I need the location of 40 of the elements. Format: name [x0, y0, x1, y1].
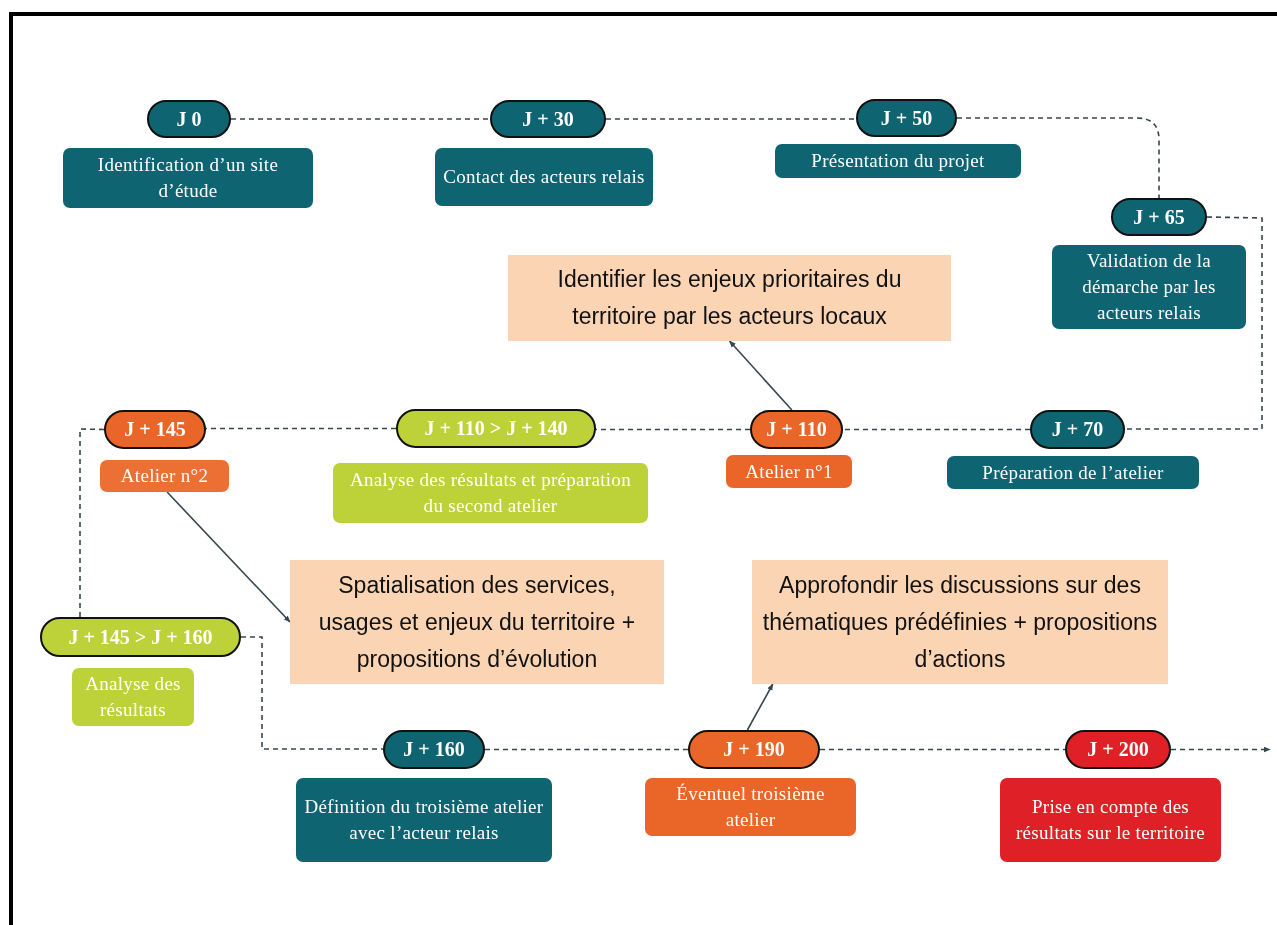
objective-note: Spatialisation des services, usages et enjeux du territoire + propositions d’évolution — [290, 560, 664, 684]
milestone-pill: J + 30 — [490, 100, 606, 138]
timeline-connector — [484, 748, 689, 751]
step-description: Identification d’un site d’étude — [63, 148, 313, 208]
leader-arrow — [166, 491, 291, 623]
milestone-pill: J + 70 — [1030, 410, 1125, 449]
step-description: Analyse des résultats et préparation du second atelier — [333, 463, 648, 523]
step-description: Présentation du projet — [775, 144, 1021, 178]
milestone-pill: J + 160 — [383, 730, 485, 769]
timeline-connector — [842, 428, 1031, 431]
timeline-connector — [240, 636, 384, 750]
leader-arrow — [728, 340, 793, 411]
step-description: Prise en compte des résultats sur le territoire — [1000, 778, 1221, 862]
step-description: Préparation de l’atelier — [947, 456, 1199, 489]
timeline-connector — [79, 428, 105, 618]
step-description: Analyse des résultats — [72, 668, 194, 726]
timeline-connector — [1170, 746, 1271, 753]
milestone-pill: J + 190 — [688, 730, 820, 769]
milestone-pill: J + 145 — [104, 410, 206, 449]
milestone-pill: J + 145 > J + 160 — [40, 617, 241, 657]
step-description: Éventuel troisième atelier — [645, 778, 856, 836]
step-description: Contact des acteurs relais — [435, 148, 653, 206]
step-description: Atelier n°1 — [726, 455, 852, 488]
milestone-pill: J 0 — [147, 100, 231, 138]
milestone-pill: J + 110 > J + 140 — [396, 409, 596, 448]
timeline-connector — [230, 118, 491, 120]
leader-arrow — [746, 683, 774, 731]
milestone-pill: J + 110 — [750, 410, 843, 449]
timeline-connector — [605, 118, 857, 120]
step-description: Validation de la démarche par les acteurs relais — [1052, 245, 1246, 329]
timeline-connector — [956, 117, 1160, 199]
objective-note: Approfondir les discussions sur des thématiques prédéfinies + propositions d’actions — [752, 560, 1168, 684]
step-description: Atelier n°2 — [100, 460, 229, 492]
objective-note: Identifier les enjeux prioritaires du territoire par les acteurs locaux — [508, 255, 951, 341]
timeline-connector — [1124, 216, 1263, 430]
milestone-pill: J + 65 — [1111, 198, 1207, 236]
milestone-pill: J + 200 — [1065, 730, 1171, 769]
timeline-connector — [819, 748, 1066, 751]
step-description: Définition du troisième atelier avec l’acteur relais — [296, 778, 552, 862]
milestone-pill: J + 50 — [856, 99, 957, 137]
